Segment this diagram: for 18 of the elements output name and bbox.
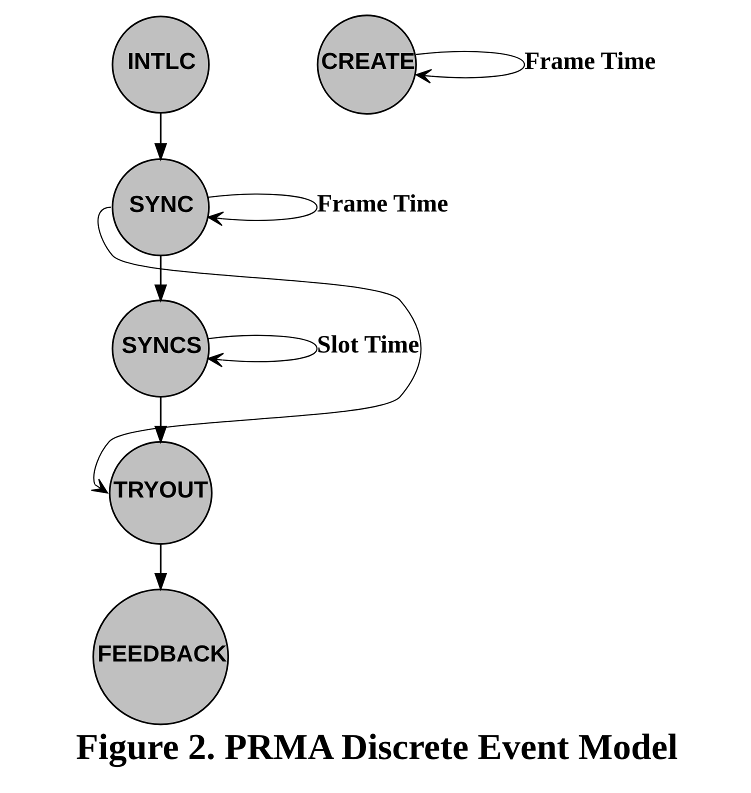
node-circle: CREATE — [316, 14, 416, 115]
arrow — [90, 206, 422, 494]
node-circle: TRYOUT — [108, 441, 212, 545]
arrow — [206, 194, 318, 226]
caption: Figure 2. PRMA Discrete Event Model — [75, 726, 678, 767]
edge-label: Frame Time — [316, 190, 448, 218]
node-circle: INTLC — [111, 16, 210, 114]
node-circle: SYNCS — [111, 300, 210, 398]
arrow — [154, 256, 167, 303]
node-circle: FEEDBACK — [92, 588, 228, 726]
arrow — [154, 113, 167, 162]
arrow — [154, 397, 167, 444]
edge-label: Slot Time — [316, 332, 419, 359]
arrow — [206, 334, 318, 368]
node-circle: SYNC — [111, 158, 210, 256]
arrow — [154, 544, 167, 592]
arrow — [414, 50, 525, 84]
edge-label: Frame Time — [524, 48, 656, 75]
